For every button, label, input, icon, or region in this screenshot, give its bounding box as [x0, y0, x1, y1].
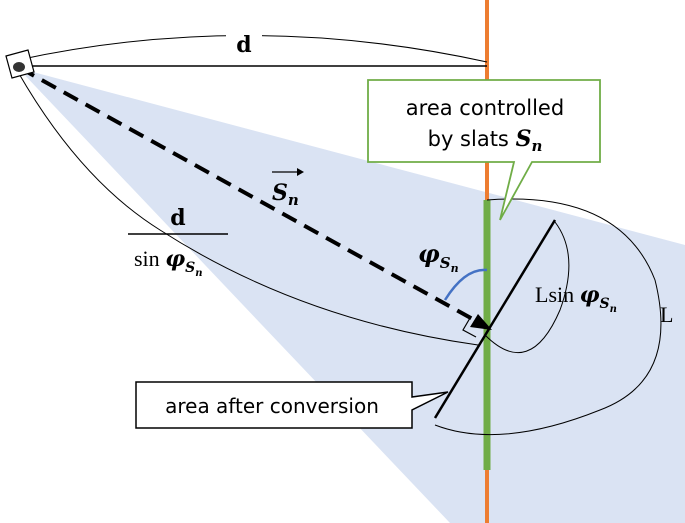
lsin-phi-label: Lsin φSn	[535, 282, 617, 315]
fraction-denominator: sin φSn	[134, 246, 203, 279]
lsin-arc	[484, 221, 570, 354]
right-angle-marker	[462, 317, 477, 338]
callout-controlled-line1: area controlled	[406, 96, 564, 120]
length-l-label: L	[660, 302, 673, 327]
light-beam-region	[18, 68, 685, 523]
vector-sn-arrowhead	[470, 314, 492, 330]
callout-after-conversion-text: area after conversion	[165, 394, 379, 418]
angle-phi-label: φSn	[418, 239, 459, 275]
vector-sn-dashed	[19, 66, 479, 324]
callout-area-controlled: area controlled by slats Sn	[367, 79, 601, 221]
slat-line	[433, 219, 557, 419]
fraction-numerator: d	[170, 205, 185, 231]
callout-controlled-line2: by slats Sn	[428, 126, 543, 155]
hypotenuse-arc	[17, 71, 479, 346]
distance-d-label: d	[236, 32, 251, 58]
vector-arrow-tip	[297, 168, 304, 176]
callout-area-after-conversion: area after conversion	[135, 381, 449, 429]
length-arc	[434, 198, 662, 436]
vector-sn-label: Sn	[272, 180, 299, 209]
angle-phi-arc	[443, 268, 488, 301]
light-source-icon	[5, 49, 35, 79]
